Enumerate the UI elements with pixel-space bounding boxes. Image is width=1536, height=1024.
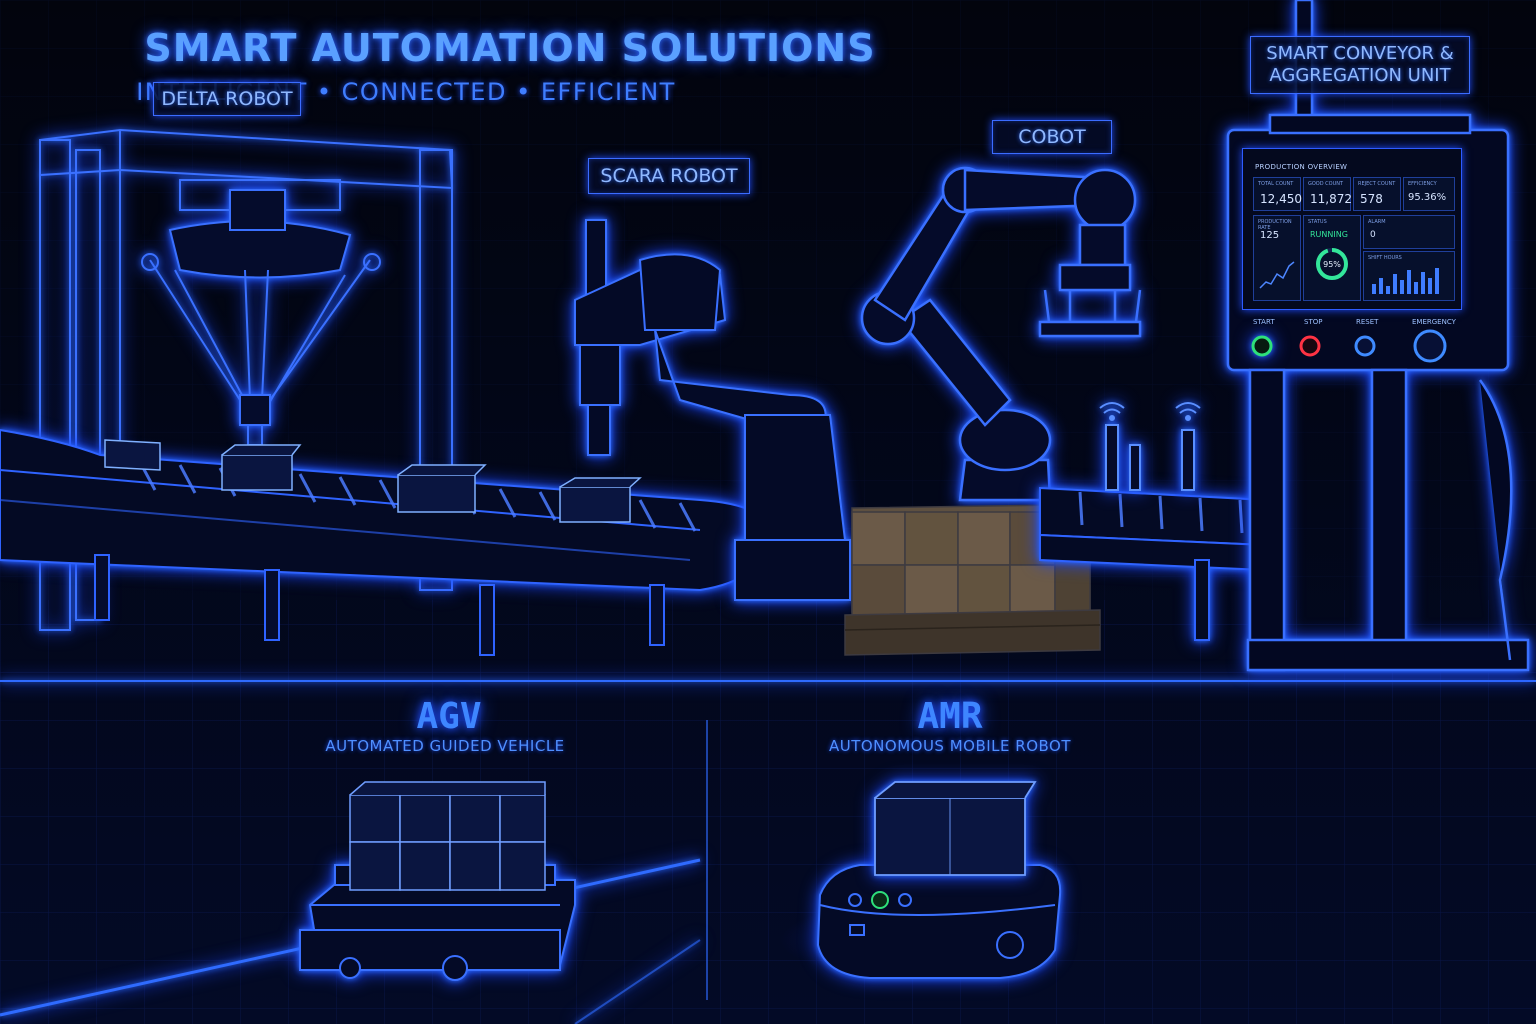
agv-boxes	[349, 781, 546, 891]
hmi-screen: PRODUCTION OVERVIEW TOTAL COUNT 12,450 G…	[1242, 148, 1462, 310]
scara-robot	[574, 219, 851, 601]
delta-robot	[39, 128, 454, 631]
page-subtitle: INTELLIGENT • CONNECTED • EFFICIENT	[136, 78, 676, 106]
amr-status-light	[871, 891, 889, 909]
cobot-label: COBOT	[992, 120, 1112, 154]
conveyor-unit-label: SMART CONVEYOR & AGGREGATION UNIT	[1250, 36, 1470, 94]
tile-label: PRODUCTION RATE	[1258, 219, 1292, 231]
tile-value: 12,450	[1260, 192, 1302, 206]
hmi-tile: EFFICIENCY 95.36%	[1403, 177, 1455, 211]
hmi-tile: GOOD COUNT 11,872	[1303, 177, 1352, 211]
hmi-tile: SHIFT HOURS	[1363, 251, 1455, 301]
tile-value: 125	[1260, 230, 1280, 241]
hmi-buttons	[1251, 329, 1447, 363]
emergency-button[interactable]	[1413, 329, 1447, 363]
hmi-title: PRODUCTION OVERVIEW	[1255, 163, 1348, 171]
tile-label: GOOD COUNT	[1308, 181, 1344, 187]
amr-box	[874, 781, 1037, 876]
reset-button[interactable]	[1354, 335, 1376, 357]
gauge-value: 95%	[1323, 260, 1341, 269]
conveyor-unit-label-line2: AGGREGATION UNIT	[1269, 65, 1451, 86]
tile-value: 95.36%	[1408, 192, 1447, 203]
tile-label: TOTAL COUNT	[1258, 181, 1294, 187]
bar-chart-icon	[1372, 268, 1439, 294]
cobot	[860, 166, 1142, 502]
reset-label: RESET	[1356, 318, 1379, 326]
hmi-tile: STATUS RUNNING 95%	[1303, 215, 1361, 301]
scara-robot-label: SCARA ROBOT	[588, 158, 750, 194]
emergency-label: EMERGENCY	[1412, 318, 1456, 326]
tile-value: 11,872	[1310, 192, 1352, 206]
amr-subtitle: AUTONOMOUS MOBILE ROBOT	[828, 737, 1072, 755]
tile-label: SHIFT HOURS	[1368, 255, 1402, 261]
stop-label: STOP	[1304, 318, 1323, 326]
efficiency-gauge: 95%	[1316, 248, 1348, 280]
page-title: SMART AUTOMATION SOLUTIONS	[144, 26, 876, 70]
agv-title: AGV	[416, 696, 482, 737]
stop-button[interactable]	[1299, 335, 1321, 357]
conveyor-unit-label-line1: SMART CONVEYOR &	[1266, 43, 1454, 64]
tile-label: REJECT COUNT	[1358, 181, 1396, 187]
hmi-tile: PRODUCTION RATE 125	[1253, 215, 1301, 301]
start-label: START	[1253, 318, 1275, 326]
hmi-tile: TOTAL COUNT 12,450	[1253, 177, 1302, 211]
hmi-tile: REJECT COUNT 578	[1353, 177, 1401, 211]
amr-title: AMR	[917, 696, 983, 737]
tile-value: 0	[1370, 230, 1376, 240]
agv-subtitle: AUTOMATED GUIDED VEHICLE	[325, 737, 565, 755]
tile-label: EFFICIENCY	[1408, 181, 1437, 187]
start-button[interactable]	[1251, 335, 1273, 357]
wifi-sensor-icon	[1099, 402, 1201, 491]
tile-value: 578	[1360, 192, 1383, 206]
trend-chart-icon	[1259, 261, 1295, 289]
status-running: RUNNING	[1310, 230, 1348, 239]
tile-label: STATUS	[1308, 219, 1327, 225]
amr-vehicle	[816, 864, 1062, 979]
tile-label: ALARM	[1368, 219, 1386, 225]
delta-robot-label: DELTA ROBOT	[153, 82, 301, 116]
conveyor-box	[104, 439, 642, 523]
hmi-tile: ALARM 0	[1363, 215, 1455, 249]
pallet-boxes	[844, 504, 1101, 656]
